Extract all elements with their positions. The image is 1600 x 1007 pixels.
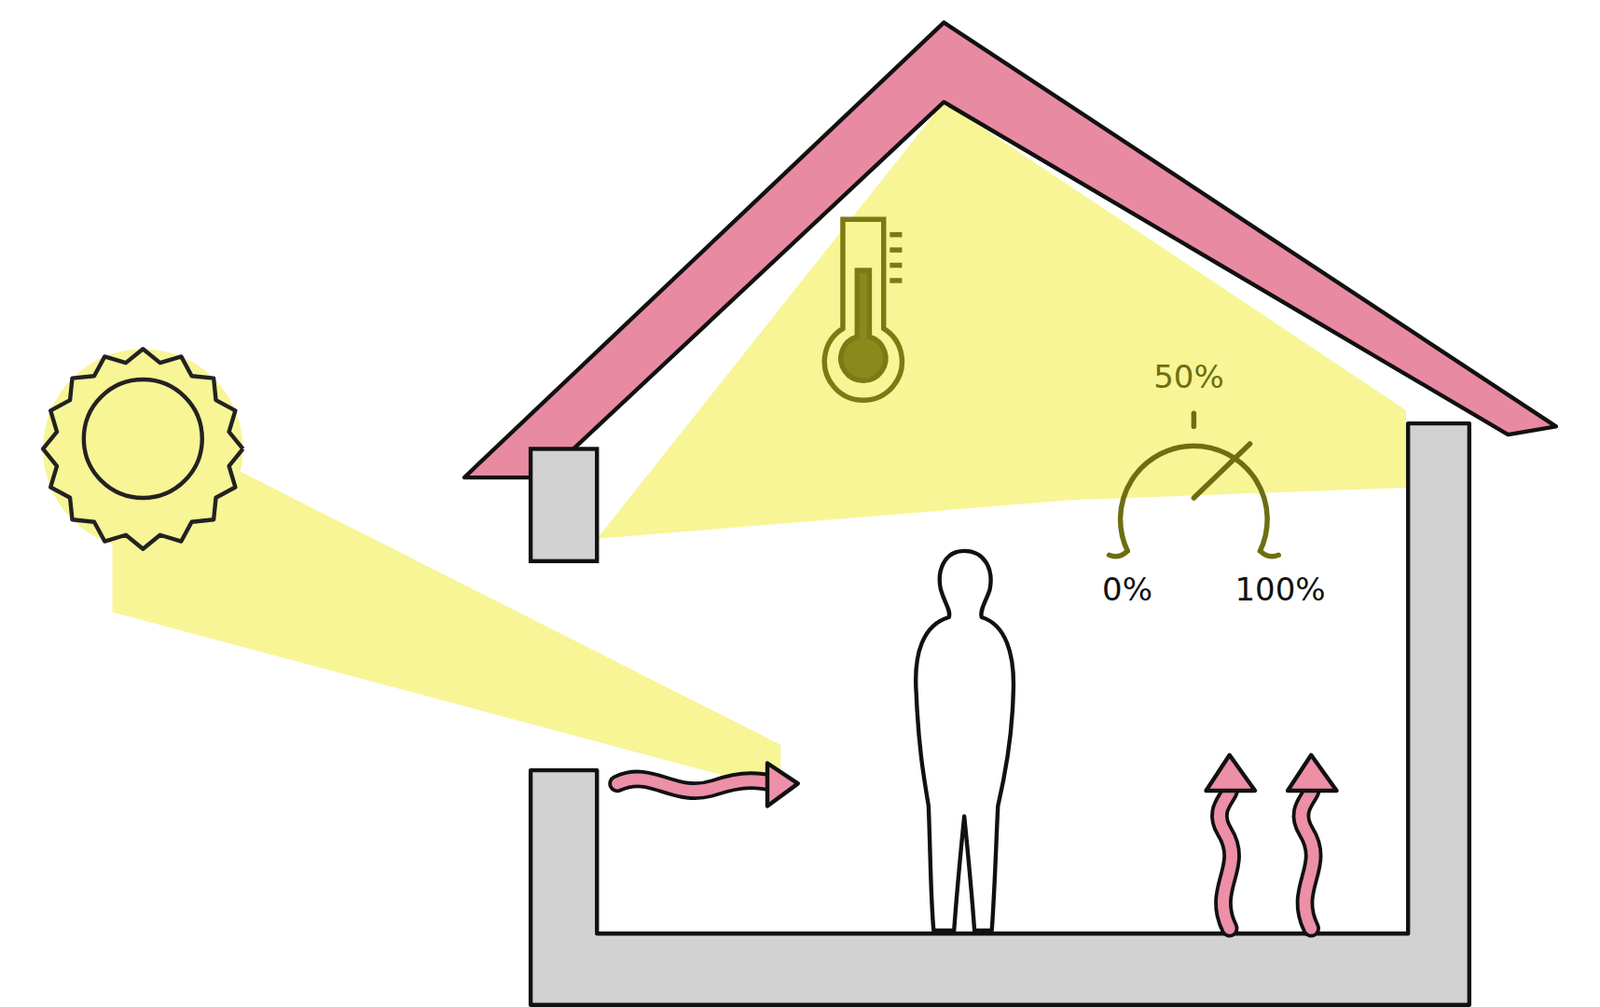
wall-floor (530, 423, 1470, 1006)
roof (464, 22, 1557, 478)
dial-label: 0% (1102, 572, 1153, 607)
wall (530, 448, 597, 561)
sun (42, 348, 243, 549)
dial-label: 100% (1234, 572, 1325, 607)
person (915, 551, 1014, 931)
humidity-dial (1109, 413, 1280, 557)
thermometer (824, 219, 902, 400)
dial-label: 50% (1153, 359, 1225, 395)
heat-arrows (617, 755, 1337, 929)
sun-outline (42, 348, 243, 549)
warm-air (596, 101, 1407, 538)
